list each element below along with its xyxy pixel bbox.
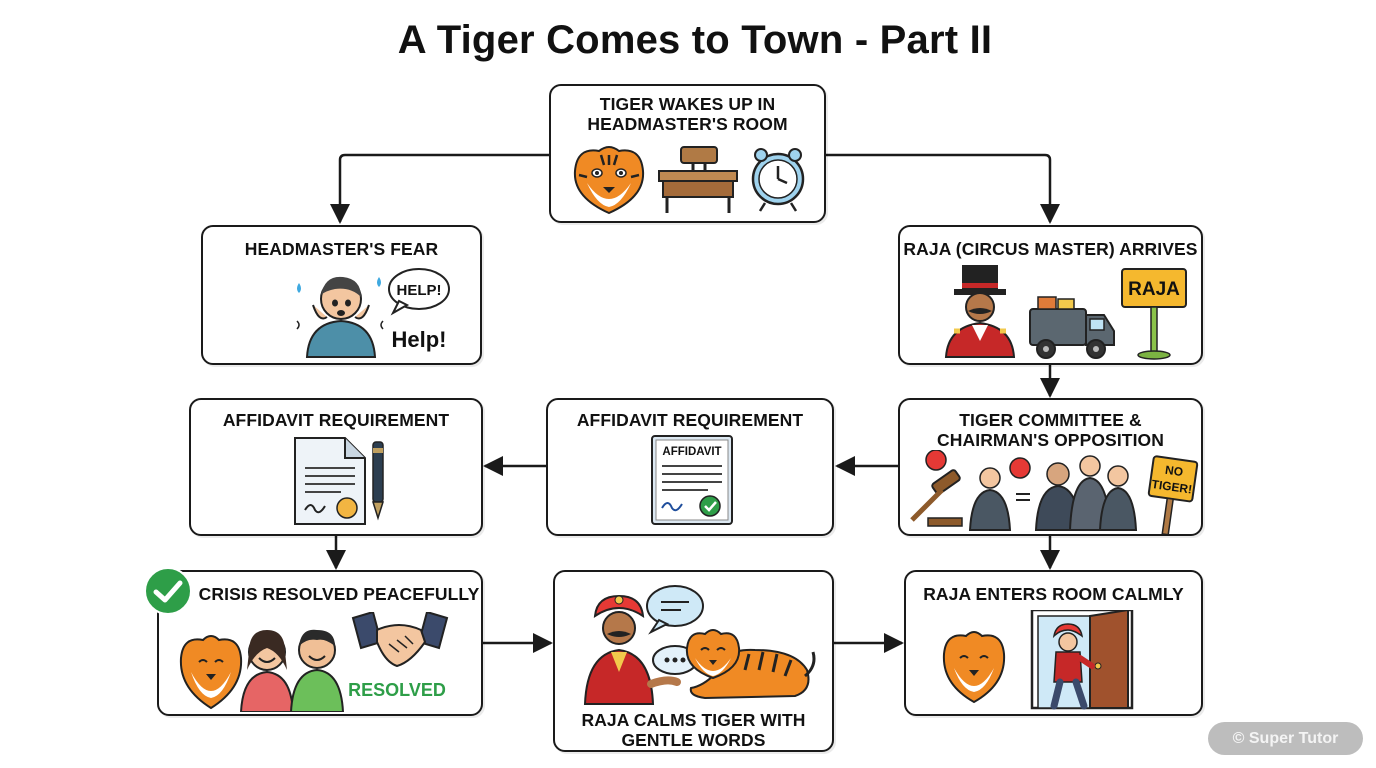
committee-members-icon [968, 455, 1138, 531]
ringmaster-icon [944, 265, 1016, 358]
school-desk-icon [658, 146, 738, 213]
pen-icon [371, 441, 385, 521]
calm-tiger-face-icon [942, 631, 1006, 704]
certificate-icon: AFFIDAVIT [651, 435, 733, 525]
help-caption: Help! [392, 327, 447, 352]
tiger-face-icon [573, 146, 645, 215]
raja-signpost-icon: RAJA [1121, 268, 1187, 360]
affidavit-document-illustration [294, 437, 385, 525]
raja-illustration: RAJA [944, 265, 1187, 360]
walking-raja-icon [1050, 623, 1095, 710]
resolved-caption: RESOLVED [348, 680, 446, 700]
fear-illustration: HELP! Help! [296, 268, 450, 358]
edge-wake-to-raja [826, 153, 1060, 224]
node-tiger-wakes: TIGER WAKES UP IN HEADMASTER'S ROOM [549, 84, 826, 223]
node-raja-arrives: RAJA (CIRCUS MASTER) ARRIVES RAJA [898, 225, 1203, 365]
node-raja-calms-tiger: RAJA CALMS TIGER WITH GENTLE WORDS [553, 570, 834, 752]
raja-sign-text: RAJA [1128, 279, 1180, 300]
node-label: AFFIDAVIT REQUIREMENT [576, 410, 804, 430]
node-raja-enters-room: RAJA ENTERS ROOM CALMLY [904, 570, 1203, 716]
lying-tiger-icon [685, 629, 816, 700]
node-headmaster-fear: HEADMASTER'S FEAR HELP! Help! [201, 225, 482, 365]
node-crisis-resolved: CRISIS RESOLVED PEACEFULLY RESOLVED [157, 570, 483, 716]
angry-emoji-icon [925, 450, 1031, 479]
watermark-badge: © Super Tutor [1208, 722, 1363, 755]
calms-illustration [583, 585, 816, 705]
handshake-icon [351, 612, 449, 668]
enters-illustration [942, 610, 1134, 710]
node-label: TIGER WAKES UP IN HEADMASTER'S ROOM [587, 94, 788, 134]
node-label: TIGER COMMITTEE & CHAIRMAN'S OPPOSITION [937, 410, 1164, 450]
node-label: RAJA (CIRCUS MASTER) ARRIVES [903, 239, 1198, 259]
scared-person-icon [296, 276, 384, 358]
bubble-text: HELP! [397, 282, 442, 299]
certificate-title: AFFIDAVIT [662, 446, 721, 458]
svg-text:TIGER!: TIGER! [1151, 477, 1193, 497]
node-label: RAJA CALMS TIGER WITH GENTLE WORDS [581, 710, 806, 750]
alarm-clock-icon [751, 148, 805, 212]
affidavit-certificate-illustration: AFFIDAVIT [651, 435, 733, 525]
no-tiger-sign-icon: NO TIGER! [1147, 455, 1199, 534]
node-affidavit-center: AFFIDAVIT REQUIREMENT AFFIDAVIT [546, 398, 834, 536]
svg-text:NO: NO [1164, 463, 1184, 479]
node-label: CRISIS RESOLVED PEACEFULLY [198, 584, 480, 604]
gavel-icon [910, 469, 963, 527]
node-tiger-committee: TIGER COMMITTEE & CHAIRMAN'S OPPOSITION … [898, 398, 1203, 536]
node-label: AFFIDAVIT REQUIREMENT [222, 410, 450, 430]
check-badge-icon [144, 567, 192, 615]
happy-people-icon [239, 629, 345, 712]
node-label: RAJA ENTERS ROOM CALMLY [923, 584, 1184, 604]
edge-wake-to-fear [330, 153, 549, 224]
wake-illustration [573, 146, 805, 215]
circus-truck-icon [1029, 296, 1115, 359]
node-affidavit-left: AFFIDAVIT REQUIREMENT [189, 398, 483, 536]
document-icon [294, 437, 366, 525]
resolved-illustration: RESOLVED [179, 612, 449, 712]
committee-illustration: NO TIGER! [910, 450, 1199, 534]
page-title: A Tiger Comes to Town - Part II [397, 18, 993, 62]
node-label: HEADMASTER'S FEAR [244, 239, 439, 259]
happy-tiger-icon [179, 635, 243, 710]
speech-bubble-icon: HELP! [388, 268, 450, 316]
raja-turban-icon [583, 594, 681, 705]
chat-bubble-icon [646, 585, 704, 675]
